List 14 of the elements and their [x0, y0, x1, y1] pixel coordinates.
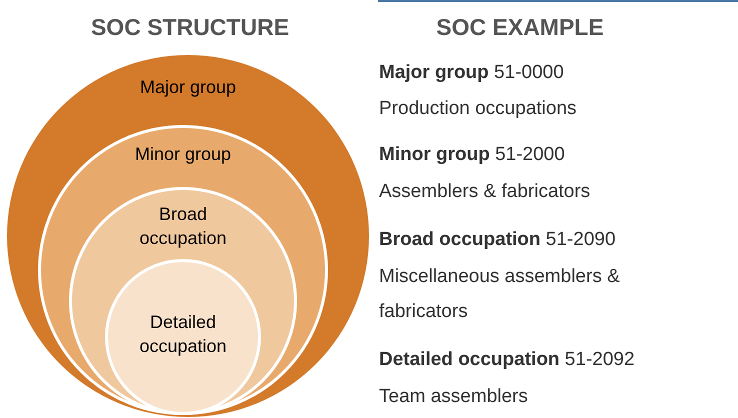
- heading: SOC EXAMPLE: [435, 13, 605, 42]
- description: Team assemblers: [379, 385, 529, 409]
- code-heading: Major group 51-0000: [379, 61, 565, 85]
- code-heading: Minor group 51-2000: [379, 143, 566, 167]
- description: Production occupations: [379, 97, 578, 121]
- circle-label: Minor group: [134, 143, 232, 166]
- circle-label: Major group: [138, 76, 238, 99]
- code-heading: Broad occupation 51-2090: [379, 228, 617, 252]
- code-heading: Detailed occupation 51-2092: [379, 348, 636, 372]
- circle-label: Detailed occupation: [138, 311, 228, 358]
- heading: SOC STRUCTURE: [90, 13, 290, 42]
- description: Miscellaneous assemblers & fabricators: [379, 265, 621, 324]
- description: Assemblers & fabricators: [379, 180, 592, 204]
- circle-label: Broad occupation: [138, 203, 228, 250]
